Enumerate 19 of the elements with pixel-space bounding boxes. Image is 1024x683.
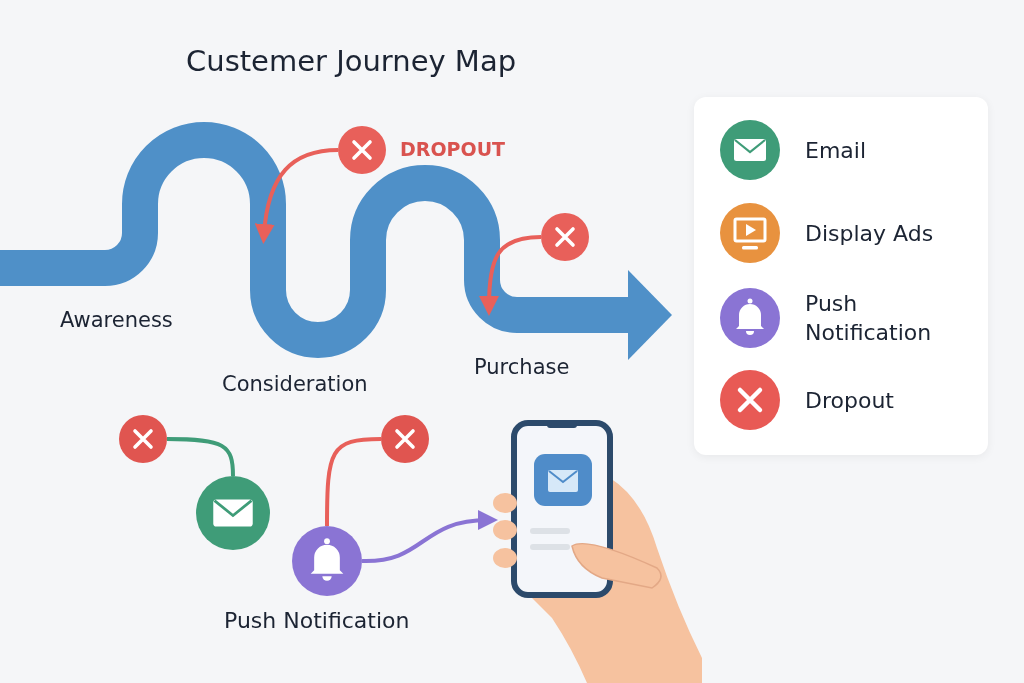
legend-label: Dropout [805, 386, 895, 415]
dropout-cross-icon [381, 415, 429, 463]
legend-label: Push Notification [805, 290, 933, 347]
arrow [255, 148, 339, 244]
arrow [361, 510, 498, 563]
stage-label: Purchase [474, 355, 570, 379]
stage-label: Consideration [222, 372, 368, 396]
stage-label: Awareness [60, 308, 173, 332]
diagram-title: Custemer Journey Map [186, 44, 517, 78]
connector-line [325, 437, 382, 526]
legend-label: Display Ads [805, 219, 935, 248]
legend-label: Email [805, 136, 868, 165]
dropout-cross-icon [119, 415, 167, 463]
dropout-cross-icon [338, 126, 386, 174]
dropout-label: DROPOUT [400, 138, 506, 160]
node-caption: Push Notification [224, 608, 410, 633]
phone-in-hand-drawing [492, 418, 702, 683]
connector-line [166, 437, 235, 477]
arrow [479, 235, 542, 316]
